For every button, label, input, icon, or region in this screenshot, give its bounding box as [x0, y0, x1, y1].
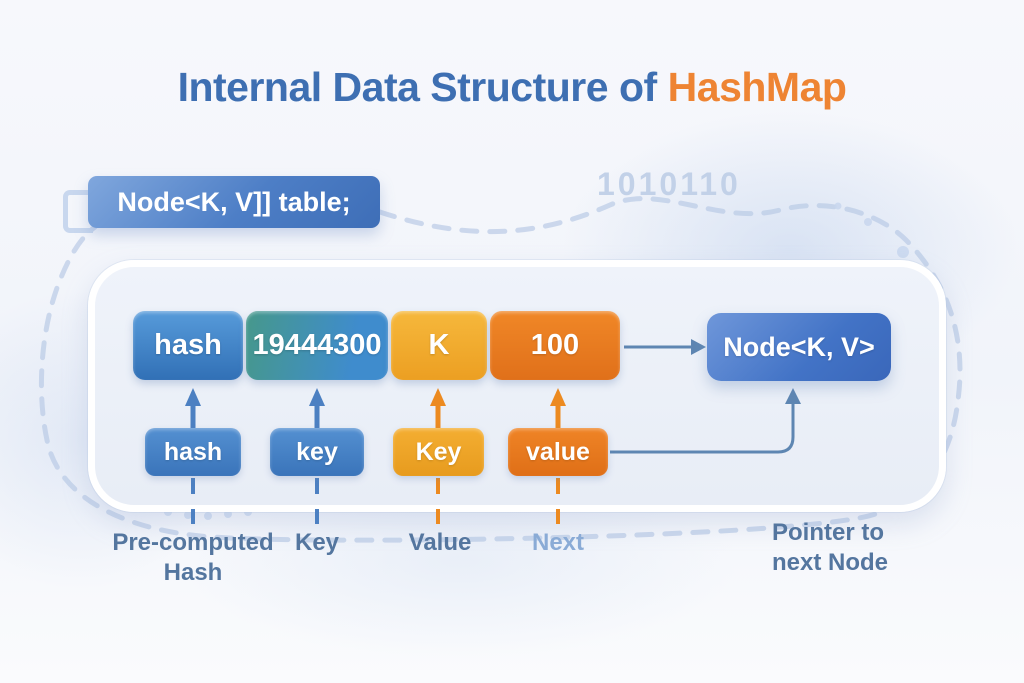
array-bracket-icon [63, 190, 93, 233]
field-box-hash: hash [145, 428, 241, 476]
caption-pointer-line2: next Node [772, 549, 889, 576]
field-box-key-cap: Key [393, 428, 484, 476]
field-box-key: key [270, 428, 364, 476]
title-main-text: Internal Data Structure of [177, 64, 658, 110]
table-declaration-box: Node<K, V]] table; [88, 176, 380, 228]
binary-watermark: 1010110 [597, 166, 741, 202]
node-struct-row: hash 19444300 K 100 [133, 311, 620, 380]
caption-next: Next [531, 529, 585, 556]
node-field-value: 100 [490, 311, 620, 380]
caption-precomputed-hash-line1: Pre-computed [112, 529, 274, 556]
caption-pointer-line1: Pointer to [772, 519, 884, 546]
field-box-value: value [508, 428, 608, 476]
caption-key: Key [294, 529, 340, 556]
node-field-hash: hash [133, 311, 243, 380]
caption-precomputed-hash-line2: Hash [163, 559, 223, 586]
caption-pointer-to-next-node: Pointer to next Node [772, 518, 952, 578]
node-field-hash-value: 19444300 [246, 311, 388, 380]
next-node-box: Node<K, V> [707, 313, 891, 381]
table-declaration-label: Node<K, V]] table; [117, 186, 351, 217]
node-field-key: K [391, 311, 487, 380]
title-accent-text: HashMap [667, 64, 847, 110]
caption-value: Value [408, 529, 472, 556]
